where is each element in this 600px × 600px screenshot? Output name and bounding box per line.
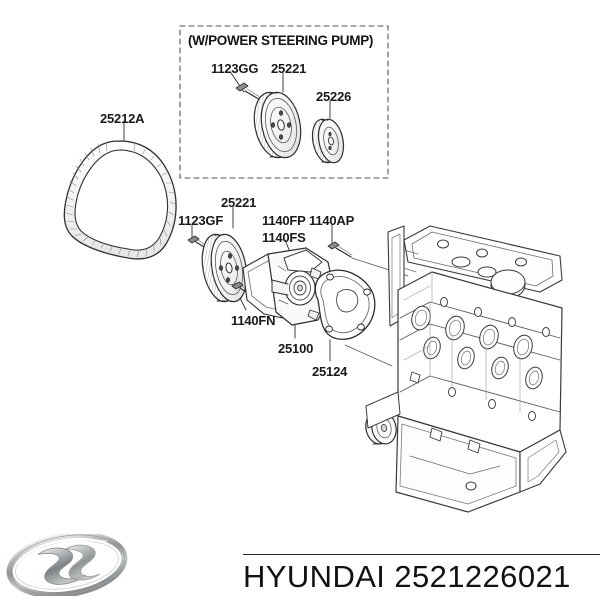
footer-brand-and-part-number: HYUNDAI 2521226021 bbox=[243, 559, 571, 594]
callout-1140fn: 1140FN bbox=[231, 313, 276, 328]
ps-pulley-bolt-part bbox=[230, 72, 264, 102]
callout-1123gg: 1123GG bbox=[211, 61, 259, 76]
water-pump-body-part bbox=[242, 247, 335, 339]
ps-hub-part bbox=[311, 100, 345, 164]
hyundai-logo-icon bbox=[6, 531, 128, 599]
power-steering-box-title: (W/POWER STEERING PUMP) bbox=[188, 33, 374, 48]
power-steering-dashed-box bbox=[179, 25, 389, 179]
footer-bar: HYUNDAI 2521226021 bbox=[0, 528, 600, 600]
callout-25226: 25226 bbox=[316, 89, 352, 104]
callout-25124: 25124 bbox=[312, 364, 348, 379]
callout-1140fs: 1140FS bbox=[262, 230, 306, 245]
callout-1140fp: 1140FP bbox=[262, 213, 306, 228]
engine-block-part bbox=[365, 225, 567, 513]
callout-25221-pump: 25221 bbox=[221, 195, 257, 210]
bolt-1140ap-part bbox=[327, 224, 353, 258]
callout-25221-ps: 25221 bbox=[271, 61, 307, 76]
callout-1140ap: 1140AP bbox=[309, 213, 355, 228]
drive-belt-part bbox=[63, 120, 177, 260]
footer-divider bbox=[243, 554, 600, 555]
callout-1123gf: 1123GF bbox=[178, 213, 224, 228]
diagram-canvas: (W/POWER STEERING PUMP) 25212A 1123GG 25… bbox=[63, 25, 567, 513]
callout-25212a: 25212A bbox=[100, 111, 145, 126]
water-pump-pulley-part bbox=[201, 206, 248, 303]
hyundai-logo bbox=[6, 531, 128, 599]
diagram-illustration bbox=[63, 25, 567, 513]
ps-pulley-part bbox=[253, 72, 302, 159]
callout-25100: 25100 bbox=[278, 341, 314, 356]
water-pump-gasket-part bbox=[314, 269, 376, 362]
